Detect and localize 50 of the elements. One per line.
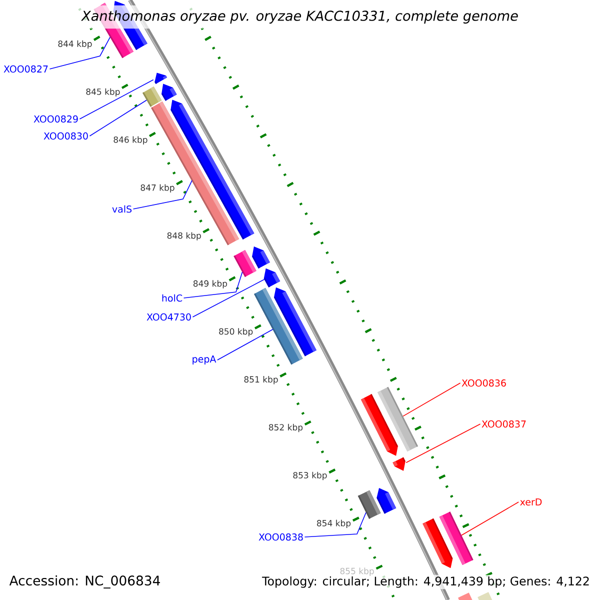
pointed-gene-block xyxy=(392,457,406,471)
gene-block xyxy=(142,86,162,107)
leader-line xyxy=(49,36,110,70)
tick-label: 852 kbp xyxy=(268,424,303,432)
gene-label: XOO0829 xyxy=(34,115,78,123)
title: Xanthomonas oryzae pv. oryzae KACC10331, complete genome xyxy=(78,5,522,29)
leader-line xyxy=(406,424,481,464)
tick-label: 850 kbp xyxy=(219,328,253,336)
tick-label: 849 kbp xyxy=(193,280,228,288)
tick-label: 847 kbp xyxy=(140,184,174,192)
pointed-gene-block xyxy=(274,287,316,356)
pointed-gene-block xyxy=(376,488,396,514)
leader-line xyxy=(461,502,519,536)
pointed-gene-block xyxy=(264,268,280,288)
leader-line xyxy=(89,100,148,136)
tick-label: 854 kbp xyxy=(317,520,351,528)
tick-label: 846 kbp xyxy=(114,136,148,145)
gene-block xyxy=(439,512,474,565)
gene-label: xerD xyxy=(520,498,542,506)
leader-line xyxy=(192,279,265,318)
gene-block xyxy=(478,592,492,600)
gene-label: XOO0836 xyxy=(462,379,506,387)
tick-label: 855 kbp xyxy=(340,568,374,576)
pointed-gene-block xyxy=(154,72,168,84)
gene-label: XOO0838 xyxy=(258,533,303,541)
tick-label: 853 kbp xyxy=(293,472,327,480)
leader-line xyxy=(217,329,274,360)
gene-label: valS xyxy=(112,205,132,213)
footer-text: Topology: circular; Length: 4,941,439 bp; Genes: 4,122 xyxy=(258,574,594,590)
leader-line xyxy=(304,512,366,538)
gene-label: XOO0837 xyxy=(482,420,526,428)
tick-label: 848 kbp xyxy=(167,232,201,240)
pointed-gene-block xyxy=(458,592,472,600)
gene-label: holC xyxy=(162,294,182,302)
leader-line xyxy=(183,272,243,298)
footer-text: Accession: NC_006834 xyxy=(5,574,165,590)
leader-line xyxy=(402,382,461,417)
gene-block xyxy=(358,490,381,519)
gene-label: XOO0830 xyxy=(44,132,88,140)
tick-label: 844 kbp xyxy=(58,40,92,49)
gene-block xyxy=(378,386,418,452)
gene-label: pepA xyxy=(192,356,216,364)
leader-line xyxy=(132,180,192,210)
tick-label: 845 kbp xyxy=(86,88,120,97)
pointed-gene-block xyxy=(162,84,177,101)
leader-line xyxy=(79,79,154,120)
gene-label: XOO0827 xyxy=(4,65,48,73)
pointed-gene-block xyxy=(252,246,270,268)
tick-label: 851 kbp xyxy=(244,376,278,384)
gene-label: XOO4730 xyxy=(146,313,191,321)
